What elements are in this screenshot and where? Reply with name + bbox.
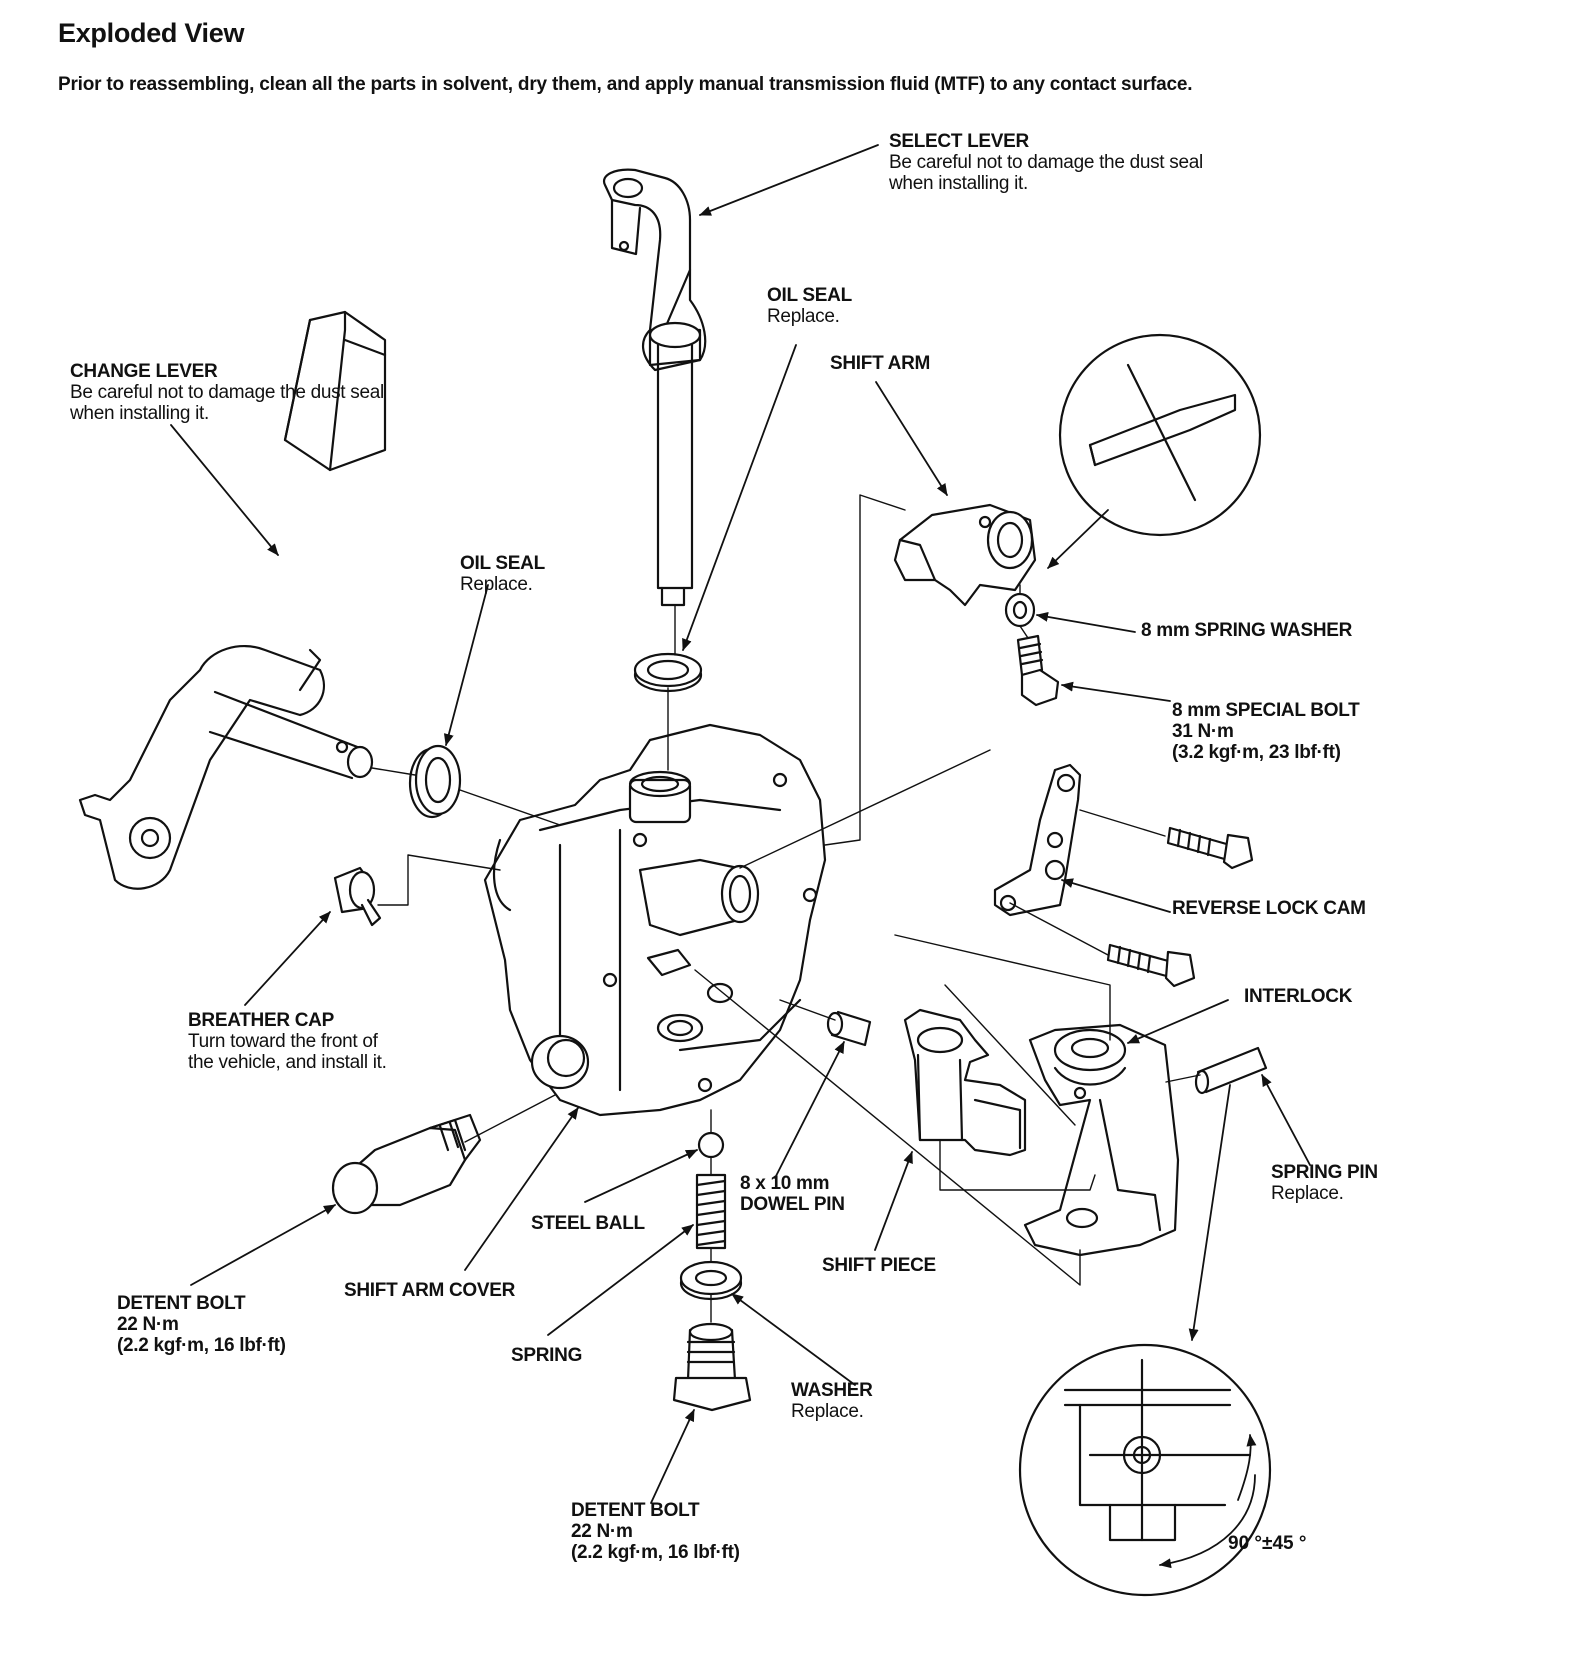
- callout-select-lever: SELECT LEVER Be careful not to damage th…: [889, 131, 1203, 194]
- callout-change-lever: CHANGE LEVER Be careful not to damage th…: [70, 361, 384, 424]
- interlock-label: INTERLOCK: [1244, 986, 1353, 1007]
- callout-washer: WASHER Replace.: [791, 1380, 873, 1422]
- detent-bolt-bottom-torque-alt: (2.2 kgf·m, 16 lbf·ft): [571, 1542, 740, 1563]
- breather-cap-note-2: the vehicle, and install it.: [188, 1052, 387, 1073]
- select-lever-part: [602, 168, 707, 607]
- shift-piece-label: SHIFT PIECE: [822, 1255, 936, 1276]
- spring-pin-note: Replace.: [1271, 1183, 1344, 1204]
- washer-note: Replace.: [791, 1401, 864, 1422]
- callout-detent-bolt-left: DETENT BOLT 22 N·m (2.2 kgf·m, 16 lbf·ft…: [117, 1293, 286, 1356]
- shift-piece-part: [903, 1008, 1027, 1157]
- callout-special-bolt: 8 mm SPECIAL BOLT 31 N·m (3.2 kgf·m, 23 …: [1172, 700, 1360, 763]
- callout-dowel-pin: 8 x 10 mm DOWEL PIN: [740, 1173, 845, 1215]
- callout-shift-arm-cover: SHIFT ARM COVER: [344, 1280, 515, 1301]
- left-oil-seal-part: [408, 744, 462, 819]
- intro-text: Prior to reassembling, clean all the par…: [58, 74, 1193, 95]
- spring-washer-detail-circle: [1058, 333, 1262, 537]
- special-bolt-part: [1016, 634, 1060, 707]
- reverse-lock-cam-part: [993, 763, 1082, 917]
- callout-breather-cap: BREATHER CAP Turn toward the front of th…: [188, 1010, 387, 1073]
- bottom-detent-bolt-part: [672, 1322, 752, 1412]
- detent-bolt-left-label: DETENT BOLT: [117, 1293, 246, 1314]
- change-lever-label: CHANGE LEVER: [70, 361, 218, 382]
- select-lever-note-2: when installing it.: [889, 173, 1028, 194]
- callout-steel-ball: STEEL BALL: [531, 1213, 645, 1234]
- spring-pin-part: [1194, 1046, 1268, 1095]
- upper-bolt-part: [1166, 826, 1254, 870]
- reverse-lock-cam-label: REVERSE LOCK CAM: [1172, 898, 1366, 919]
- dowel-pin-size: 8 x 10 mm: [740, 1173, 830, 1194]
- breather-cap-part: [333, 866, 382, 927]
- left-detent-bolt-part: [331, 1113, 482, 1215]
- upper-oil-seal-part: [633, 652, 703, 693]
- special-bolt-torque-alt: (3.2 kgf·m, 23 lbf·ft): [1172, 742, 1341, 763]
- dowel-pin-label: DOWEL PIN: [740, 1194, 845, 1215]
- breather-cap-note: Turn toward the front of: [188, 1031, 378, 1052]
- spring-pin-detail-circle: [1018, 1343, 1272, 1597]
- callout-spring-washer: 8 mm SPRING WASHER: [1141, 620, 1352, 641]
- spring-pin-label: SPRING PIN: [1271, 1162, 1378, 1183]
- oil-seal-left-label: OIL SEAL: [460, 553, 545, 574]
- shift-arm-part: [893, 503, 1037, 607]
- washer-label: WASHER: [791, 1380, 873, 1401]
- callout-oil-seal-left: OIL SEAL Replace.: [460, 553, 545, 595]
- steel-ball-part: [697, 1131, 725, 1159]
- change-lever-part: [78, 310, 387, 890]
- spring-washer-label: 8 mm SPRING WASHER: [1141, 620, 1353, 641]
- spring-part: [695, 1173, 727, 1250]
- page-title: Exploded View: [58, 18, 245, 48]
- select-lever-label: SELECT LEVER: [889, 131, 1029, 152]
- shift-arm-cover-part: [483, 723, 827, 1117]
- callout-reverse-lock-cam: REVERSE LOCK CAM: [1172, 898, 1366, 919]
- washer-part: [679, 1260, 743, 1301]
- assembly-lines: [371, 494, 1201, 1323]
- callout-interlock: INTERLOCK: [1244, 986, 1352, 1007]
- detent-bolt-bottom-torque: 22 N·m: [571, 1521, 633, 1542]
- callout-shift-arm: SHIFT ARM: [830, 353, 930, 374]
- special-bolt-label: 8 mm SPECIAL BOLT: [1172, 700, 1360, 721]
- spring-washer-part: [1004, 592, 1036, 628]
- oil-seal-upper-label: OIL SEAL: [767, 285, 852, 306]
- oil-seal-left-note: Replace.: [460, 574, 533, 595]
- shift-arm-cover-label: SHIFT ARM COVER: [344, 1280, 516, 1301]
- callout-detent-bolt-bottom: DETENT BOLT 22 N·m (2.2 kgf·m, 16 lbf·ft…: [571, 1500, 740, 1563]
- detent-bolt-left-torque-alt: (2.2 kgf·m, 16 lbf·ft): [117, 1335, 286, 1356]
- callout-spring-pin: SPRING PIN Replace.: [1271, 1162, 1378, 1204]
- change-lever-note: Be careful not to damage the dust seal: [70, 382, 384, 403]
- interlock-part: [1023, 1023, 1180, 1257]
- shift-arm-label: SHIFT ARM: [830, 353, 931, 374]
- special-bolt-torque: 31 N·m: [1172, 721, 1234, 742]
- steel-ball-label: STEEL BALL: [531, 1213, 645, 1234]
- callout-shift-piece: SHIFT PIECE: [822, 1255, 936, 1276]
- callout-oil-seal-upper: OIL SEAL Replace.: [767, 285, 852, 327]
- detent-bolt-left-torque: 22 N·m: [117, 1314, 179, 1335]
- callout-spring: SPRING: [511, 1345, 582, 1366]
- detent-bolt-bottom-label: DETENT BOLT: [571, 1500, 700, 1521]
- installation-angle-label: 90 °±45 °: [1228, 1533, 1307, 1554]
- lower-bolt-part: [1106, 943, 1196, 988]
- dowel-pin-part: [826, 1010, 872, 1047]
- select-lever-note: Be careful not to damage the dust seal: [889, 152, 1203, 173]
- oil-seal-upper-note: Replace.: [767, 306, 840, 327]
- breather-cap-label: BREATHER CAP: [188, 1010, 334, 1031]
- change-lever-note-2: when installing it.: [70, 403, 209, 424]
- spring-label: SPRING: [511, 1345, 583, 1366]
- leader-arrows: [170, 144, 1311, 1569]
